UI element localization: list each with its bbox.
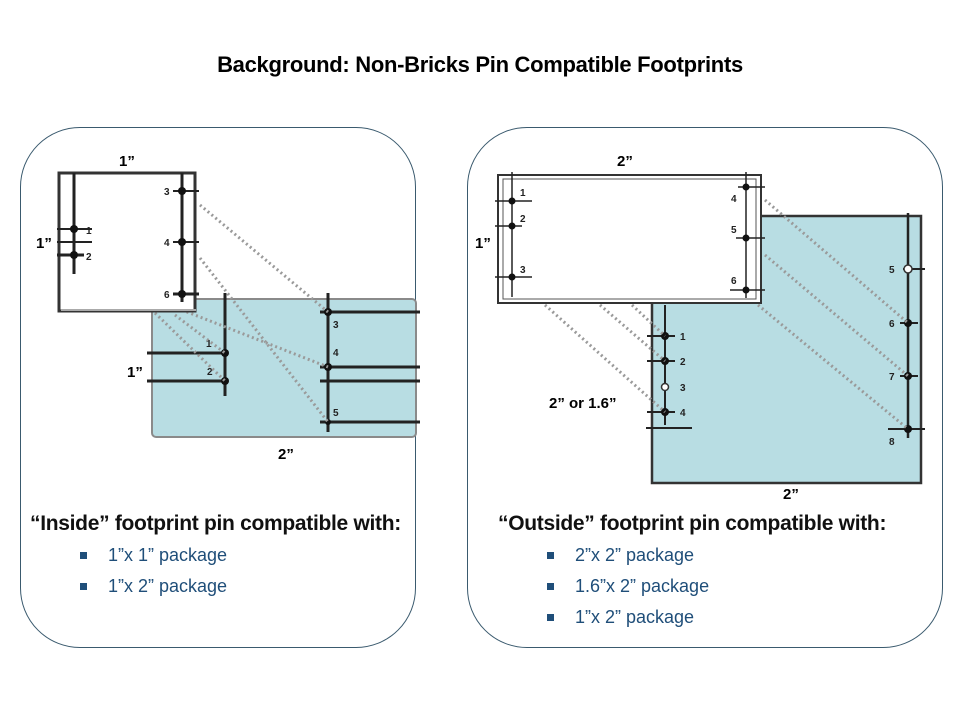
pin-marker (70, 251, 78, 259)
pin-label: 5 (333, 408, 339, 419)
pin-label: 6 (889, 319, 895, 330)
dimension-label: 1” (475, 235, 491, 252)
list-item: 1.6”x 2” package (547, 571, 709, 602)
small-package-1x1: 1 2 3 4 6 (57, 171, 199, 313)
pin-marker (178, 187, 186, 195)
bullet-square-icon (80, 583, 87, 590)
pin-label: 4 (333, 348, 339, 359)
dimension-label: 2” or 1.6” (549, 395, 617, 412)
pin-label: 4 (680, 408, 686, 419)
dimension-label: 2” (617, 153, 633, 170)
pin-label: 3 (164, 187, 170, 198)
bullet-square-icon (547, 614, 554, 621)
list-item: 2”x 2” package (547, 540, 709, 571)
pin-label: 1 (520, 188, 526, 199)
pin-label: 2 (680, 357, 686, 368)
pin-marker (742, 286, 750, 294)
pin-marker (742, 234, 750, 242)
pin-marker (221, 349, 229, 357)
inside-compatibility-list: 1”x 1” package 1”x 2” package (80, 540, 227, 602)
dimension-label: 1” (119, 153, 135, 170)
pin-label: 2 (86, 252, 92, 263)
pin-label: 1 (206, 339, 212, 350)
pin-marker (221, 377, 229, 385)
pin-mapping-leaders (153, 203, 330, 423)
pin-marker-unused (660, 382, 670, 392)
pin-label: 6 (731, 276, 737, 287)
large-package-1x2: 1 2 3 4 5 (147, 293, 420, 438)
list-item: 1”x 2” package (547, 602, 709, 633)
pin-label: 7 (889, 372, 895, 383)
pin-marker (508, 273, 516, 281)
pin-label: 1 (680, 332, 686, 343)
pin-label: 3 (680, 383, 686, 394)
dimension-label: 2” (783, 486, 799, 503)
list-item: 1”x 2” package (80, 571, 227, 602)
pin-label: 4 (164, 238, 170, 249)
inside-footprint-heading: “Inside” footprint pin compatible with: (30, 512, 401, 535)
bullet-square-icon (547, 552, 554, 559)
pin-marker (178, 290, 186, 298)
pin-marker (70, 225, 78, 233)
pin-label: 4 (731, 194, 737, 205)
pin-label: 3 (520, 265, 526, 276)
pin-label: 2 (207, 367, 213, 378)
bullet-square-icon (80, 552, 87, 559)
pin-label: 6 (164, 290, 170, 301)
pin-label: 1 (86, 226, 92, 237)
pin-marker (742, 183, 750, 191)
pin-marker (178, 238, 186, 246)
pin-label: 3 (333, 320, 339, 331)
slide-title: Background: Non-Bricks Pin Compatible Fo… (217, 52, 743, 77)
outside-compatibility-list: 2”x 2” package 1.6”x 2” package 1”x 2” p… (547, 540, 709, 633)
pin-mapping-leaders (544, 198, 909, 431)
pin-label: 2 (520, 214, 526, 225)
pin-label: 8 (889, 437, 895, 448)
pin-marker (904, 372, 912, 380)
pin-label: 5 (889, 265, 895, 276)
outside-footprint-heading: “Outside” footprint pin compatible with: (498, 512, 887, 535)
pin-marker (508, 197, 516, 205)
list-item: 1”x 1” package (80, 540, 227, 571)
small-package-1x2: 1 2 3 4 5 6 (495, 172, 765, 304)
dimension-label: 1” (36, 235, 52, 252)
pin-marker (508, 222, 516, 230)
bullet-square-icon (547, 583, 554, 590)
pin-marker-unused (903, 264, 913, 274)
dimension-label: 2” (278, 446, 294, 463)
pin-label: 5 (731, 225, 737, 236)
dimension-label: 1” (127, 364, 143, 381)
